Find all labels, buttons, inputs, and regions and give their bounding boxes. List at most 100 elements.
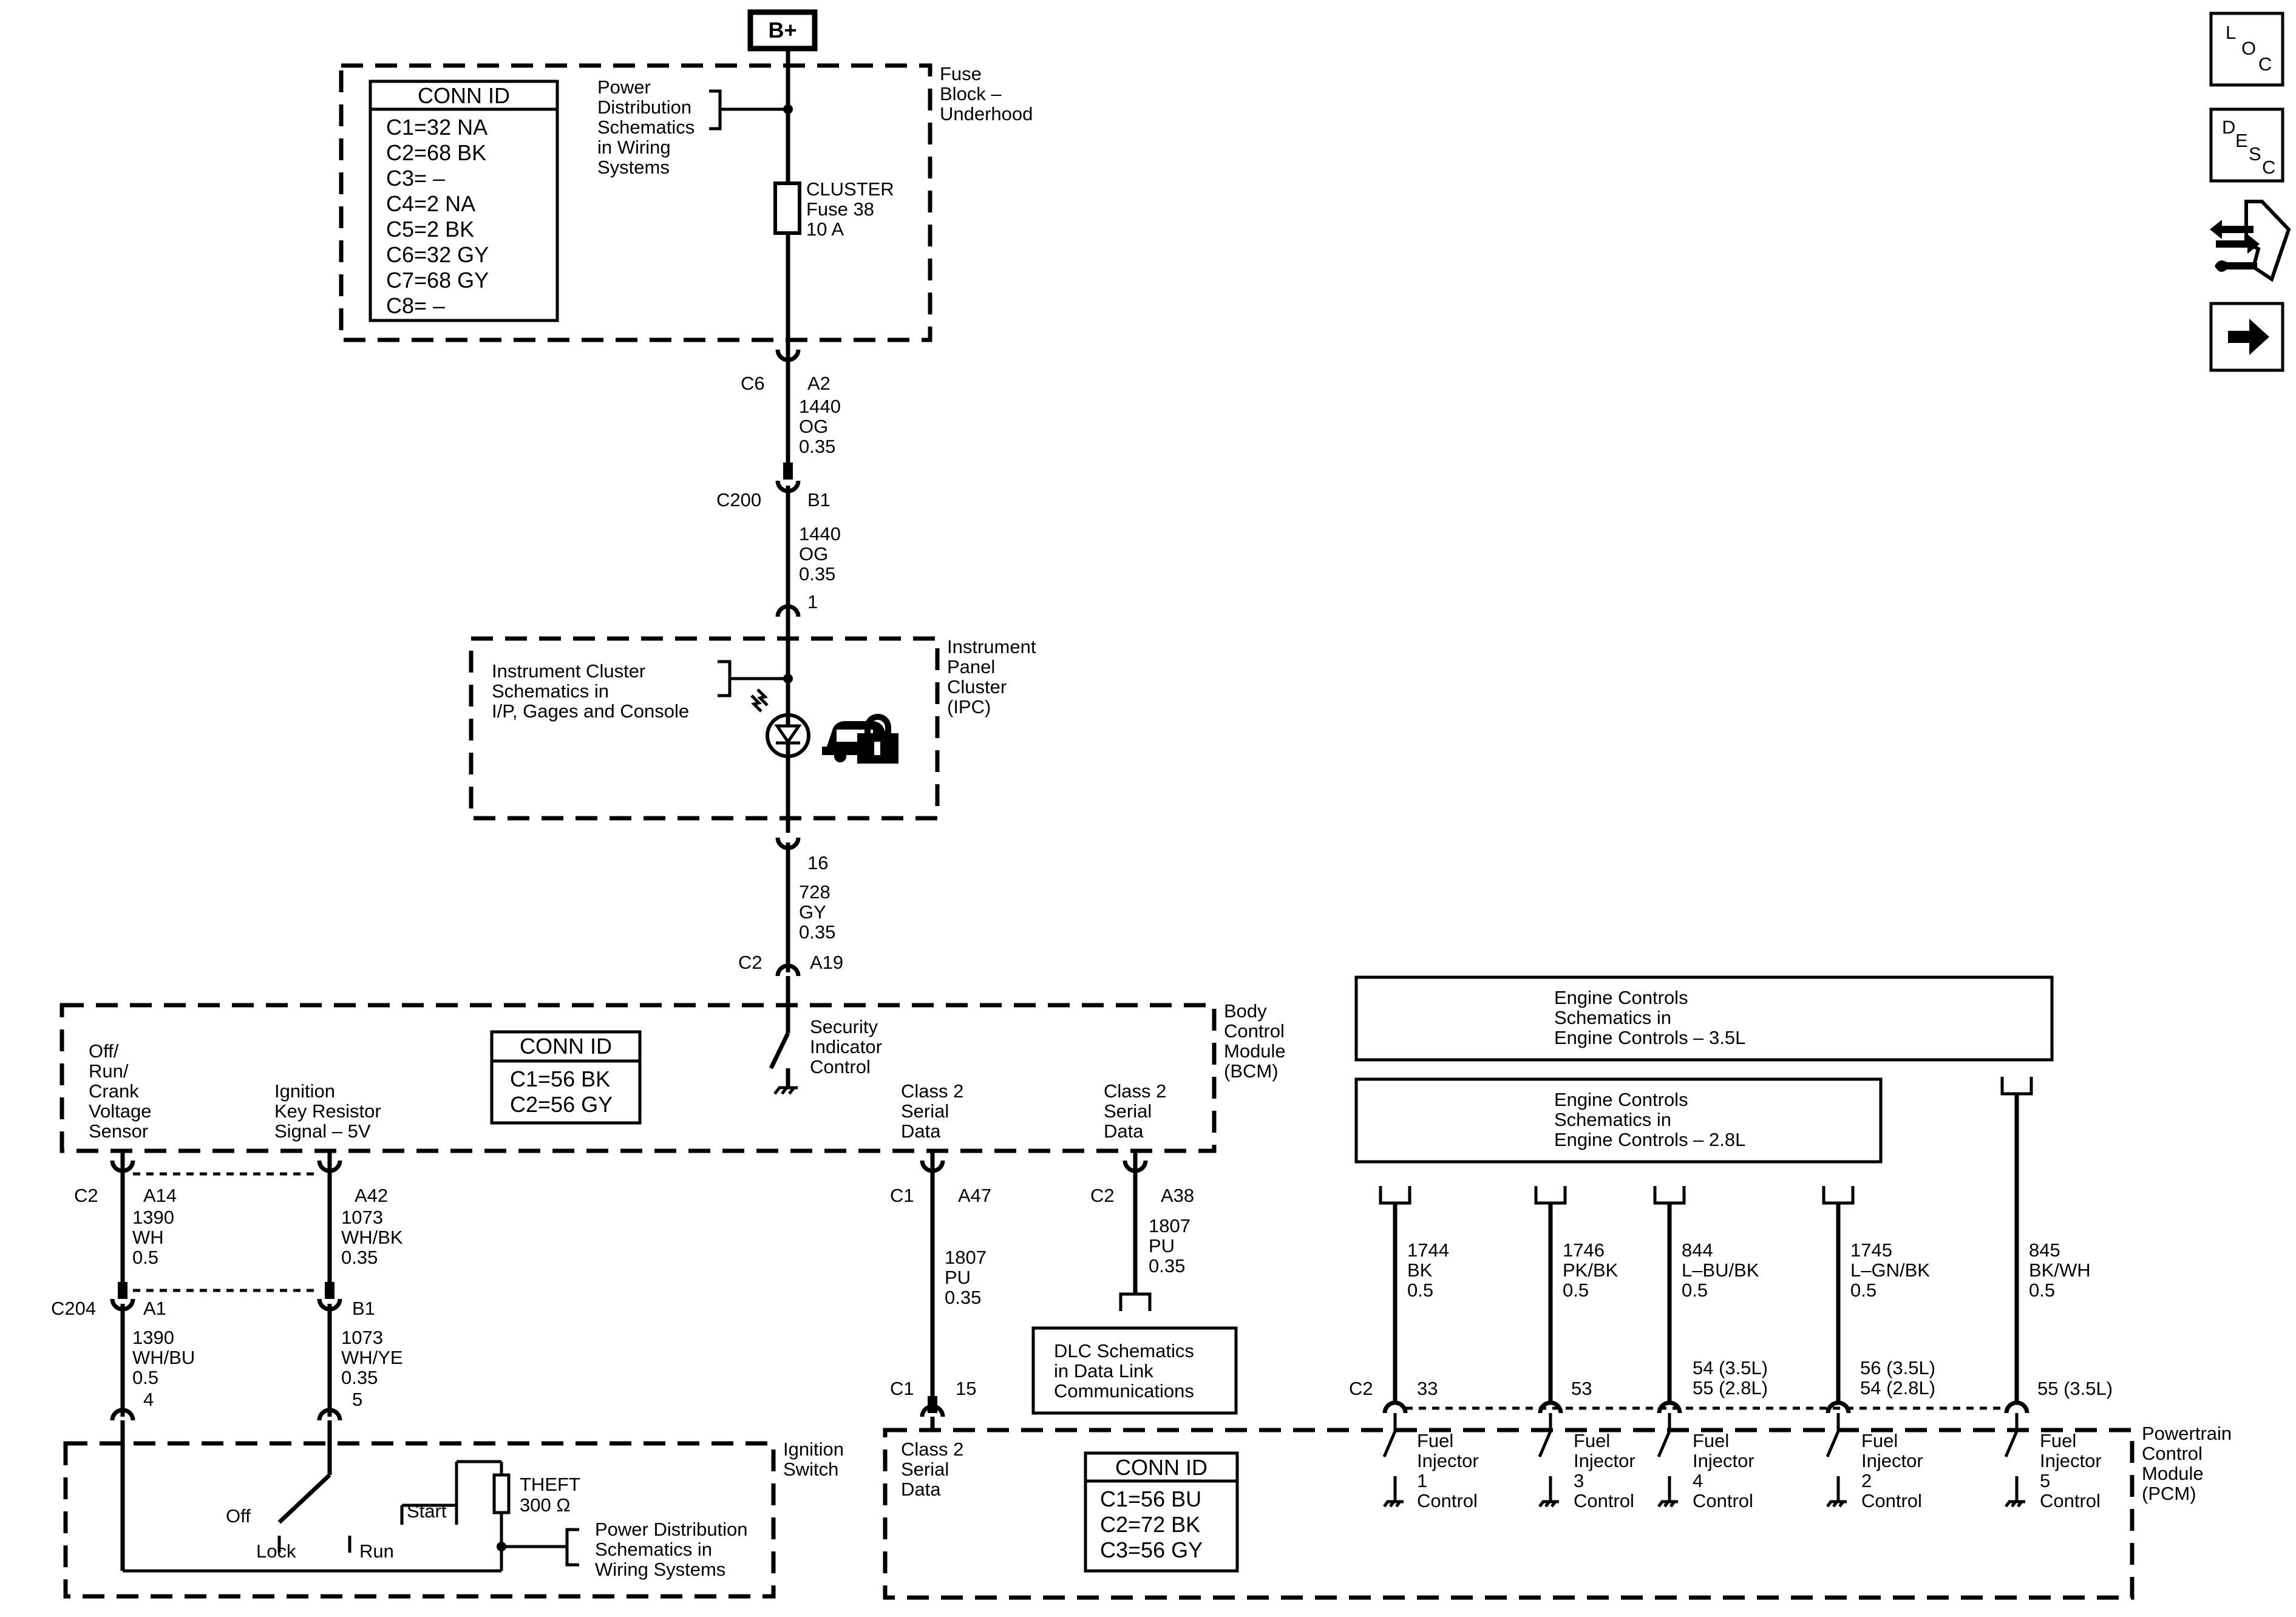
svg-text:PU: PU xyxy=(945,1267,971,1288)
svg-text:OG: OG xyxy=(799,416,828,437)
svg-text:1807: 1807 xyxy=(945,1247,987,1268)
nav-loc-button[interactable]: L O C xyxy=(2209,12,2284,87)
svg-text:Instrument Cluster: Instrument Cluster xyxy=(492,660,645,682)
svg-text:2: 2 xyxy=(1861,1470,1872,1491)
svg-text:Control: Control xyxy=(1693,1490,1753,1511)
svg-text:O: O xyxy=(2241,38,2256,59)
svg-text:(IPC): (IPC) xyxy=(947,696,991,717)
svg-text:Control: Control xyxy=(1417,1490,1478,1511)
svg-text:Schematics in: Schematics in xyxy=(1554,1109,1671,1130)
ignition-start-label: Start xyxy=(407,1500,447,1522)
svg-text:Engine Controls – 2.8L: Engine Controls – 2.8L xyxy=(1554,1129,1745,1150)
bcm-boundary xyxy=(59,1003,1217,1153)
svg-text:A38: A38 xyxy=(1161,1185,1194,1206)
dlc-reference-box[interactable]: DLC Schematics in Data Link Communicatio… xyxy=(1031,1326,1238,1415)
connector-bcm-a19 xyxy=(775,963,801,977)
svg-text:1: 1 xyxy=(807,591,818,612)
cluster-fuse-symbol xyxy=(773,181,801,235)
injector-5-label: Fuel xyxy=(2040,1430,2076,1451)
svg-text:B1: B1 xyxy=(352,1298,375,1319)
crank-sensor-label: Off/ xyxy=(89,1040,119,1062)
svg-text:Schematics in: Schematics in xyxy=(595,1539,712,1560)
svg-text:A42: A42 xyxy=(355,1185,388,1206)
svg-text:0.35: 0.35 xyxy=(799,436,835,457)
svg-text:5: 5 xyxy=(352,1389,362,1410)
fuse-block-conn-id-table: CONN ID C1=32 NA C2=68 BK C3= – C4=2 NA … xyxy=(369,80,559,322)
svg-text:Cluster: Cluster xyxy=(947,676,1007,697)
svg-text:Control: Control xyxy=(1574,1490,1634,1511)
svg-text:16: 16 xyxy=(807,852,828,873)
svg-text:10 A: 10 A xyxy=(806,219,844,240)
connector-tools-icon[interactable] xyxy=(2210,200,2291,282)
svg-text:Run/: Run/ xyxy=(89,1060,129,1082)
ignition-power-distribution-reference[interactable]: Power Distribution Schematics in Wiring … xyxy=(595,1519,748,1580)
svg-text:3: 3 xyxy=(1574,1470,1584,1491)
svg-text:1: 1 xyxy=(1417,1470,1427,1491)
svg-text:1440: 1440 xyxy=(799,523,841,544)
svg-text:0.35: 0.35 xyxy=(1149,1255,1185,1276)
svg-text:Engine Controls – 3.5L: Engine Controls – 3.5L xyxy=(1554,1027,1745,1048)
svg-text:C3= –: C3= – xyxy=(386,166,445,191)
ipc-boundary xyxy=(469,636,940,821)
svg-text:53: 53 xyxy=(1571,1378,1592,1399)
svg-text:BK/WH: BK/WH xyxy=(2029,1259,2091,1281)
power-source-label: B+ xyxy=(768,18,796,42)
svg-text:BK: BK xyxy=(1407,1259,1433,1281)
svg-text:Systems: Systems xyxy=(597,157,670,178)
nav-desc-button[interactable]: D E S C xyxy=(2209,107,2284,183)
injector-3-label: Fuel xyxy=(1574,1430,1610,1451)
connector-pcm-53 xyxy=(1538,1400,1563,1414)
svg-text:in Data Link: in Data Link xyxy=(1054,1360,1153,1381)
svg-text:C: C xyxy=(2262,157,2275,178)
ignition-run-label: Run xyxy=(359,1541,394,1562)
svg-text:C5=2 BK: C5=2 BK xyxy=(386,217,474,242)
svg-text:C6=32 GY: C6=32 GY xyxy=(386,242,489,267)
svg-text:0.5: 0.5 xyxy=(2029,1280,2055,1301)
connector-pcm-pin15 xyxy=(920,1404,945,1417)
svg-text:Key Resistor: Key Resistor xyxy=(274,1100,381,1122)
security-car-lock-icon xyxy=(822,714,898,764)
svg-text:845: 845 xyxy=(2029,1239,2060,1261)
svg-text:Control: Control xyxy=(1861,1490,1922,1511)
svg-text:0.5: 0.5 xyxy=(1563,1280,1589,1301)
pcm-conn-id-table: CONN ID C1=56 BU C2=72 BK C3=56 GY xyxy=(1084,1451,1239,1573)
instrument-cluster-reference[interactable]: Instrument Cluster Schematics in I/P, Ga… xyxy=(492,660,788,722)
connector-ipc-pin1 xyxy=(775,604,801,617)
svg-text:WH/BU: WH/BU xyxy=(132,1347,195,1368)
svg-text:Control: Control xyxy=(2040,1490,2101,1511)
svg-text:33: 33 xyxy=(1417,1378,1438,1399)
ignition-switch-title: Ignition xyxy=(783,1439,844,1460)
svg-text:0.5: 0.5 xyxy=(132,1247,158,1268)
svg-text:1390: 1390 xyxy=(132,1207,174,1228)
svg-text:Schematics: Schematics xyxy=(597,117,695,138)
svg-text:Injector: Injector xyxy=(1693,1450,1754,1471)
svg-text:C2=72 BK: C2=72 BK xyxy=(1100,1512,1200,1537)
engine-controls-28l-box[interactable]: Engine Controls Schematics in Engine Con… xyxy=(1354,1077,1883,1164)
security-led-icon xyxy=(750,688,810,758)
svg-text:Module: Module xyxy=(2142,1463,2204,1484)
connector-pcm-55 xyxy=(2004,1400,2029,1414)
svg-text:Schematics in: Schematics in xyxy=(492,680,609,702)
ignition-switch-circuit xyxy=(120,1420,579,1573)
svg-text:Serial: Serial xyxy=(901,1459,949,1480)
svg-text:Injector: Injector xyxy=(1574,1450,1635,1471)
svg-text:Data: Data xyxy=(901,1120,941,1142)
ignition-off-label: Off xyxy=(226,1505,251,1527)
power-distribution-reference[interactable]: Power Distribution Schematics in Wiring … xyxy=(597,76,788,178)
svg-text:C7=68 GY: C7=68 GY xyxy=(386,268,489,293)
svg-text:54 (2.8L): 54 (2.8L) xyxy=(1860,1377,1935,1398)
svg-text:S: S xyxy=(2249,143,2261,164)
svg-text:Indicator: Indicator xyxy=(810,1036,882,1057)
svg-text:Control: Control xyxy=(810,1056,871,1077)
svg-text:Crank: Crank xyxy=(89,1080,139,1102)
svg-text:0.5: 0.5 xyxy=(1682,1280,1708,1301)
svg-text:WH: WH xyxy=(132,1227,164,1248)
theft-resistor xyxy=(492,1473,511,1514)
engine-controls-35l-box[interactable]: Engine Controls Schematics in Engine Con… xyxy=(1354,975,2054,1062)
svg-text:A1: A1 xyxy=(143,1298,166,1319)
svg-text:1073: 1073 xyxy=(341,1327,383,1348)
ipc-title: Instrument xyxy=(947,636,1036,657)
svg-text:PK/BK: PK/BK xyxy=(1563,1259,1618,1281)
security-indicator-label: Security xyxy=(810,1016,878,1037)
next-page-button[interactable] xyxy=(2209,302,2284,372)
